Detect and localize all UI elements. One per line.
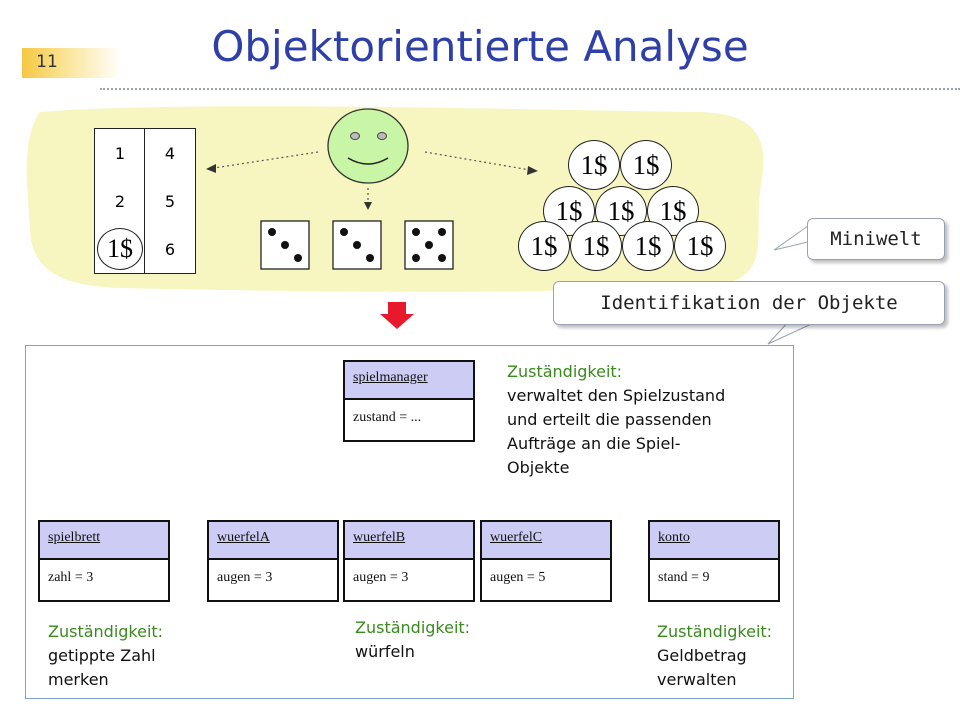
object-wuerfelA: wuerfelA augen = 3 [207, 520, 339, 602]
responsibility-account: Zuständigkeit: Geldbetrag verwalten [657, 620, 772, 692]
page-number: 11 [36, 52, 58, 72]
board-coin: 1$ [95, 225, 145, 273]
dice-group [260, 220, 454, 270]
object-attribute: stand = 9 [658, 570, 710, 585]
object-attribute: augen = 3 [353, 570, 409, 585]
coin-icon: 1$ [518, 221, 570, 271]
object-attribute: augen = 3 [217, 570, 273, 585]
object-konto: konto stand = 9 [648, 520, 780, 602]
board-cell: 2 [114, 191, 126, 211]
die-icon [332, 220, 382, 270]
responsibility-text: würfeln [355, 642, 415, 661]
object-attribute: zustand = ... [353, 410, 422, 425]
number-board: 1 4 2 5 1$ 6 [94, 128, 196, 274]
coin-icon: 1$ [595, 186, 647, 236]
object-name: spielbrett [40, 522, 168, 560]
responsibility-text: verwaltet den Spielzustand [507, 386, 726, 405]
responsibility-dice: Zuständigkeit: würfeln [355, 616, 470, 664]
coin-icon: 1$ [622, 221, 674, 271]
object-name: wuerfelB [345, 522, 473, 560]
miniwelt-callout-tail [773, 225, 809, 251]
die-icon [404, 220, 454, 270]
board-cell: 4 [164, 143, 176, 163]
object-diagram [25, 345, 794, 699]
identification-callout: Identifikation der Objekte [553, 281, 945, 325]
die-icon [260, 220, 310, 270]
page-number-highlight [22, 48, 122, 78]
coin-icon: 1$ [674, 221, 726, 271]
responsibility-label: Zuständigkeit: [507, 362, 623, 381]
title-divider [100, 88, 960, 90]
object-wuerfelB: wuerfelB augen = 3 [343, 520, 475, 602]
responsibility-text: getippte Zahl [48, 646, 156, 665]
board-cell: 6 [164, 239, 176, 259]
responsibility-text: Aufträge an die Spiel- [507, 434, 681, 453]
object-name: spielmanager [345, 362, 473, 400]
board-cell: 5 [164, 191, 176, 211]
object-name: wuerfelA [209, 522, 337, 560]
object-spielbrett: spielbrett zahl = 3 [38, 520, 170, 602]
responsibility-text: und erteilt die passenden [507, 410, 712, 429]
object-attribute: augen = 5 [490, 570, 546, 585]
responsibility-text: merken [48, 670, 109, 689]
responsibility-board: Zuständigkeit: getippte Zahl merken [48, 620, 163, 692]
responsibility-text: verwalten [657, 670, 737, 689]
coin-icon: 1$ [620, 140, 672, 190]
slide-title: Objektorientierte Analyse [211, 22, 749, 71]
object-wuerfelC: wuerfelC augen = 5 [480, 520, 612, 602]
transition-arrow-icon [380, 302, 414, 329]
player-smiley-icon [327, 108, 409, 184]
responsibility-label: Zuständigkeit: [48, 622, 164, 641]
coin-icon: 1$ [568, 140, 620, 190]
object-spielmanager: spielmanager zustand = ... [343, 360, 475, 442]
responsibility-manager: Zuständigkeit: verwaltet den Spielzustan… [507, 360, 725, 480]
miniwelt-callout: Miniwelt [807, 218, 945, 260]
responsibility-text: Geldbetrag [657, 646, 747, 665]
object-attribute: zahl = 3 [48, 570, 94, 585]
responsibility-text: Objekte [507, 458, 570, 477]
responsibility-label: Zuständigkeit: [657, 622, 773, 641]
object-name: konto [650, 522, 778, 560]
board-cell: 1 [114, 143, 126, 163]
responsibility-label: Zuständigkeit: [355, 618, 471, 637]
object-name: wuerfelC [482, 522, 610, 560]
coin-icon: 1$ [570, 221, 622, 271]
